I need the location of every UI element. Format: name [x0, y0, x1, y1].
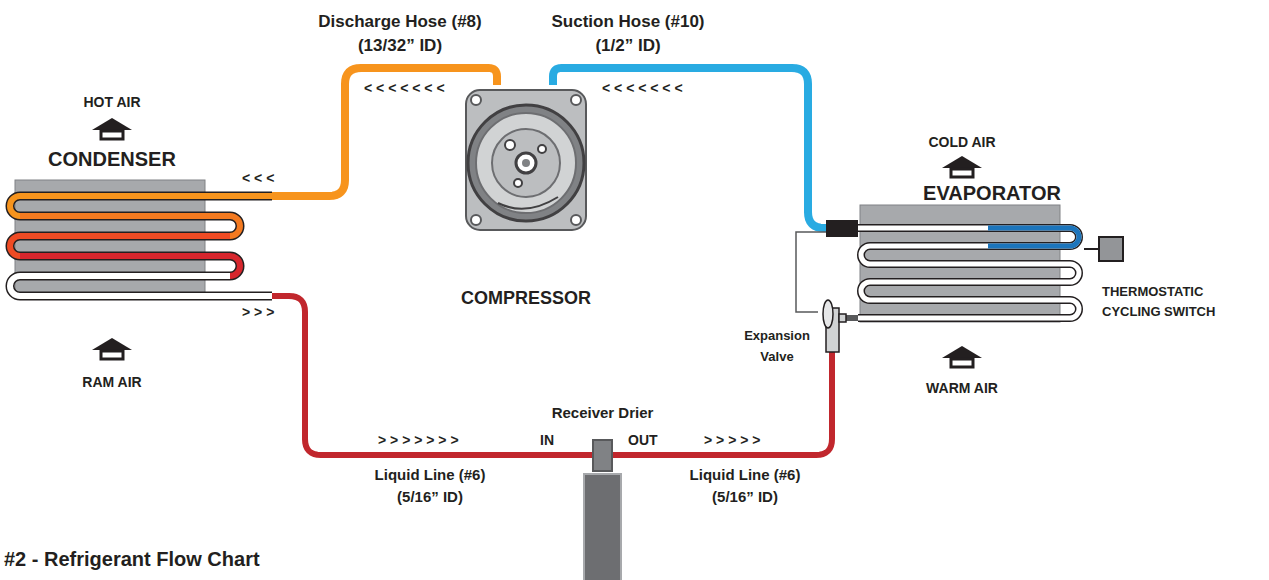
coil-tube	[861, 282, 1070, 300]
expansion-valve: Expansion Valve	[818, 296, 846, 352]
coil-tube	[870, 228, 1079, 246]
compressor-body	[466, 90, 586, 230]
node-label: COMPRESSOR	[461, 288, 591, 309]
flow-arrows: > > > > >	[704, 432, 760, 448]
air-label: WARM AIR	[926, 380, 998, 396]
suction-hose	[553, 68, 858, 228]
air-arrow-base	[101, 351, 123, 359]
port-label: OUT	[628, 432, 658, 448]
sensing-line	[796, 232, 826, 312]
clutch-hole	[514, 179, 522, 187]
valve-diaphragm	[823, 300, 833, 328]
air-arrow-base	[951, 359, 973, 367]
flow-arrows: > > >	[242, 304, 274, 320]
switch-wire	[1084, 248, 1098, 250]
port-label: IN	[540, 432, 554, 448]
condenser-coil: CONDENSER	[8, 180, 272, 304]
mount-hole	[471, 215, 481, 225]
air-arrow-icon	[92, 118, 132, 139]
compressor: COMPRESSOR	[462, 85, 590, 235]
shaft	[522, 159, 530, 167]
thermostatic-switch: THERMOSTATIC CYCLING SWITCH	[1098, 236, 1124, 262]
suction-fitting	[826, 220, 858, 237]
compressor-drawing	[462, 85, 590, 235]
receiver-drier: Receiver Drier	[583, 440, 622, 580]
discharge-hose	[272, 68, 497, 196]
hose-label: Suction Hose (#10)	[551, 12, 704, 32]
drier-drawing	[583, 440, 622, 580]
air-label: COLD AIR	[928, 134, 995, 150]
valve-outlet-pipe	[846, 315, 858, 321]
node-label: Receiver Drier	[552, 404, 654, 421]
flow-arrows: < < <	[242, 170, 274, 186]
drier-head	[593, 440, 612, 471]
mount-hole	[571, 215, 581, 225]
air-label: HOT AIR	[83, 94, 140, 110]
clutch-wire	[498, 197, 558, 209]
air-arrow-head	[942, 156, 982, 168]
coil-tube	[861, 246, 1070, 264]
drier-canister	[584, 474, 621, 580]
clutch-plate	[476, 113, 576, 213]
clutch-hub-ring	[492, 129, 560, 197]
air-arrow-icon	[942, 156, 982, 177]
node-label: EVAPORATOR	[923, 182, 1061, 205]
coil-outline	[20, 292, 272, 301]
liquid-line	[272, 296, 593, 455]
condenser-drawing	[8, 180, 272, 304]
air-arrow-icon	[92, 338, 132, 359]
line-label: Liquid Line (#6)	[690, 466, 801, 483]
line-label: Liquid Line (#6)	[375, 466, 486, 483]
shaft-hub	[516, 153, 536, 173]
node-label: Expansion Valve	[740, 326, 814, 368]
cold-coil-tube	[988, 228, 1079, 246]
flow-arrows: < < < < < < <	[602, 80, 683, 96]
evaporator-coil: EVAPORATOR	[858, 205, 1084, 330]
hose-label: Discharge Hose (#8)	[318, 12, 481, 32]
coil-tube	[20, 293, 272, 299]
evaporator-drawing	[858, 205, 1084, 330]
node-label: CONDENSER	[48, 148, 176, 171]
figure-caption: #2 - Refrigerant Flow Chart	[4, 548, 260, 571]
air-arrow-icon	[942, 346, 982, 367]
air-arrow-base	[951, 169, 973, 177]
flow-arrows: > > > > > > >	[378, 432, 459, 448]
node-label: THERMOSTATIC CYCLING SWITCH	[1102, 282, 1252, 321]
coil-tube	[858, 300, 1079, 318]
hose-size: (13/32” ID)	[358, 36, 442, 56]
air-arrow-base	[101, 131, 123, 139]
air-arrow-head	[942, 346, 982, 358]
valve-drawing	[818, 296, 846, 352]
clutch-hole	[505, 140, 515, 150]
clutch-outer	[468, 105, 584, 221]
liquid-line	[612, 352, 832, 455]
valve-outlet	[839, 314, 846, 322]
flow-arrows: < < < < < < <	[364, 80, 445, 96]
clutch-hole	[538, 145, 546, 153]
coil-tube	[870, 264, 1079, 282]
line-size: (5/16” ID)	[397, 488, 463, 505]
line-size: (5/16” ID)	[712, 488, 778, 505]
air-label: RAM AIR	[82, 374, 141, 390]
air-arrow-head	[92, 118, 132, 130]
mount-hole	[571, 95, 581, 105]
hose-size: (1/2” ID)	[595, 36, 660, 56]
air-arrow-head	[92, 338, 132, 350]
mount-hole	[471, 95, 481, 105]
